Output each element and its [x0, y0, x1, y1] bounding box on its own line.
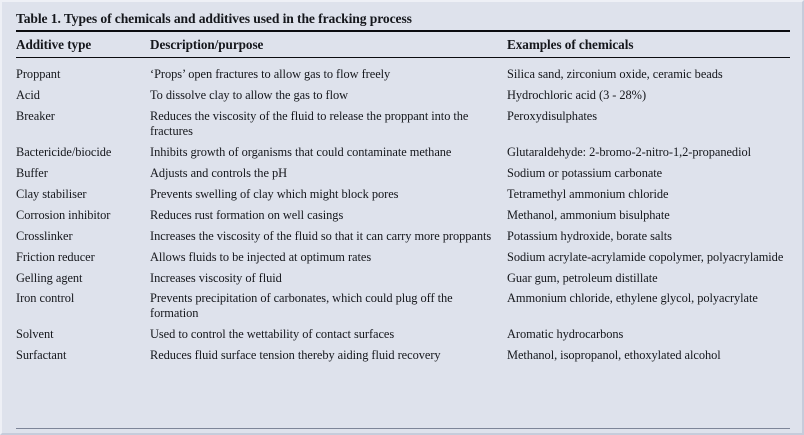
cell-additive_type: Clay stabiliser [16, 186, 87, 201]
cell-additive_type: Friction reducer [16, 249, 95, 264]
table-row: Clay stabiliser Prevents swelling of clay… [16, 183, 794, 204]
table-header: Additive type Description/purpose Exampl… [16, 32, 794, 57]
table-row: Friction reducer Allows fluids to be inje… [16, 246, 794, 267]
cell-examples: Potassium hydroxide, borate salts [507, 228, 672, 243]
table-row: Iron control Prevents precipitation of ca… [16, 288, 794, 324]
table-row: Gelling agent Increases viscosity of flui… [16, 267, 794, 288]
cell-examples: Silica sand, zirconium oxide, ceramic be… [507, 67, 723, 82]
cell-examples: Tetramethyl ammonium chloride [507, 186, 669, 201]
column-header-examples: Examples of chemicals [507, 37, 634, 52]
chemicals-table-body: Proppant ‘Props’ open fractures to allow … [16, 64, 794, 366]
cell-examples: Hydrochloric acid (3 - 28%) [507, 88, 647, 103]
cell-examples: Peroxydisulphates [507, 109, 598, 124]
table-row: Bactericide/biocide Inhibits growth of or… [16, 142, 794, 163]
cell-description: Prevents swelling of clay which might bl… [150, 186, 399, 201]
table-title: Table 1. Types of chemicals and additive… [16, 11, 412, 26]
cell-examples: Methanol, ammonium bisulphate [507, 207, 670, 222]
cell-description: ‘Props’ open fractures to allow gas to f… [150, 67, 391, 82]
cell-description: Reduces rust formation on well casings [150, 207, 344, 222]
header-row: Additive type Description/purpose Exampl… [16, 32, 794, 57]
cell-additive_type: Corrosion inhibitor [16, 207, 111, 222]
cell-additive_type: Buffer [16, 165, 48, 180]
table-bottom-rule [16, 428, 790, 429]
cell-description: Increases the viscosity of the fluid so … [150, 228, 492, 243]
cell-description: Increases viscosity of fluid [150, 270, 282, 285]
cell-examples: Ammonium chloride, ethylene glycol, poly… [507, 291, 758, 306]
cell-description: Reduces the viscosity of the fluid to re… [150, 109, 469, 138]
cell-examples: Aromatic hydrocarbons [507, 327, 624, 342]
cell-additive_type: Surfactant [16, 348, 67, 362]
table-row: Proppant ‘Props’ open fractures to allow … [16, 64, 794, 85]
cell-description: Reduces fluid surface tension thereby ai… [150, 348, 441, 362]
cell-examples: Methanol, isopropanol, ethoxylated alcoh… [507, 348, 721, 362]
header-rule [16, 57, 790, 58]
cell-description: Used to control the wettability of conta… [150, 327, 395, 342]
chemicals-table: Additive type Description/purpose Exampl… [16, 32, 794, 57]
table-row: Solvent Used to control the wettability o… [16, 324, 794, 345]
cell-additive_type: Crosslinker [16, 228, 73, 243]
cell-description: Adjusts and controls the pH [150, 165, 287, 180]
title-rule [16, 30, 790, 32]
cell-additive_type: Gelling agent [16, 270, 83, 285]
table-row: Breaker Reduces the viscosity of the flui… [16, 106, 794, 142]
table-row: Corrosion inhibitor Reduces rust formatio… [16, 204, 794, 225]
cell-additive_type: Acid [16, 88, 40, 103]
cell-description: To dissolve clay to allow the gas to flo… [150, 88, 349, 103]
table-body: Proppant ‘Props’ open fractures to allow … [16, 64, 794, 366]
cell-examples: Sodium or potassium carbonate [507, 165, 663, 180]
cell-description: Prevents precipitation of carbonates, wh… [150, 291, 453, 321]
cell-examples: Guar gum, petroleum distillate [507, 270, 658, 285]
cell-additive_type: Breaker [16, 109, 55, 124]
cell-examples: Glutaraldehyde: 2-bromo-2-nitro-1,2-prop… [507, 144, 752, 159]
table-row: Acid To dissolve clay to allow the gas to… [16, 85, 794, 106]
table-row: Buffer Adjusts and controls the pH Sodium … [16, 162, 794, 183]
cell-examples: Sodium acrylate-acrylamide copolymer, po… [507, 249, 784, 264]
table-row: Crosslinker Increases the viscosity of th… [16, 225, 794, 246]
column-header-additive-type: Additive type [16, 37, 92, 52]
cell-description: Inhibits growth of organisms that could … [150, 144, 452, 159]
column-header-description: Description/purpose [150, 37, 264, 52]
cell-description: Allows fluids to be injected at optimum … [150, 249, 372, 264]
cell-additive_type: Proppant [16, 67, 61, 82]
cell-additive_type: Bactericide/biocide [16, 144, 112, 159]
table-row: Surfactant Reduces fluid surface tension … [16, 345, 794, 366]
cell-additive_type: Iron control [16, 291, 75, 306]
cell-additive_type: Solvent [16, 327, 54, 342]
